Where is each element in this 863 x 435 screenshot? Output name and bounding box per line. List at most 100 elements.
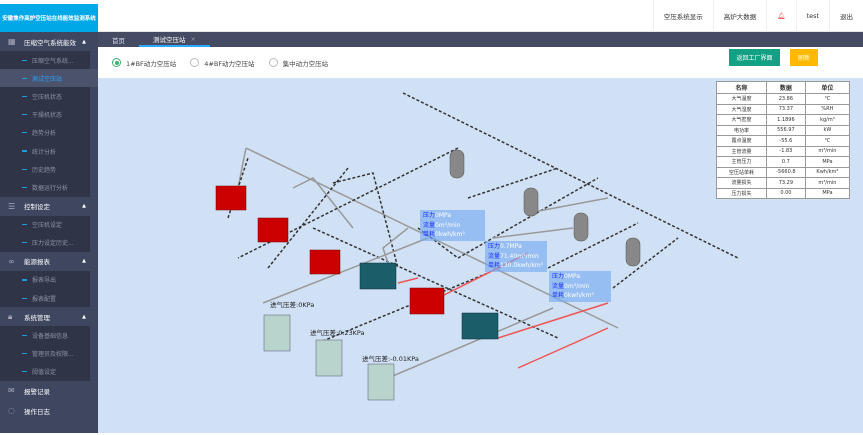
sidebar-item[interactable]: 空压机设定 [0,216,90,234]
table-cell: 556.97 [765,124,806,136]
compressor-info-3: 压力0MPa 流量0m³/min 单耗0kwh/km³ [549,271,611,302]
tab-bar: 首页 测试空压站× [98,32,863,47]
sidebar-group-efficiency[interactable]: ▦ 压缩空气系统能效 ▲ [0,32,98,51]
dryer [315,339,343,377]
dryer [263,314,291,352]
bell-icon: 🔔︎ [777,11,786,20]
logout-button[interactable]: 退出 [829,0,863,32]
close-icon[interactable]: × [190,34,196,43]
table-cell: -5660.8 [765,166,806,178]
sidebar-item-logs[interactable]: ◌操作日志 [8,406,50,416]
table-cell: 1.1896 [765,114,806,126]
table-cell: Kwh/km³ [804,166,851,178]
sidebar-item[interactable]: 设备基础信息 [0,326,90,344]
table-cell: 大气湿度 [716,103,767,115]
mail-icon: ✉ [8,386,15,396]
sidebar-group-control[interactable]: ☰控制设定▲ [0,197,98,216]
sidebar-item[interactable]: 数据运行分析 [0,178,90,196]
table-cell: 73.29 [765,177,806,189]
table-cell: 主管压力 [716,156,767,168]
compressor-red [409,287,445,315]
sidebar: ▦ 压缩空气系统能效 ▲ 压缩空气系统... 测试空压站 空压机状态 干燥机状态 趋… [0,32,98,433]
sidebar-item[interactable]: 历史趋势 [0,160,90,178]
sidebar-item[interactable]: 统计分析 [0,142,90,160]
group-label: 压缩空气系统能效 [24,38,76,47]
lock-icon: 🔒︎ [8,311,13,321]
table-cell: 0.00 [765,187,806,199]
sidebar-item[interactable]: 管理员及权限... [0,344,90,362]
radio-station-1[interactable]: 1#BF动力空压站 [112,58,176,68]
compressor-info-1: 压力0MPa 流量0m³/min 单耗0kwh/km³ [420,210,485,241]
sidebar-item[interactable]: 报表配置 [0,289,90,307]
group-label: 系统管理 [24,313,50,322]
sidebar-item-active[interactable]: 测试空压站 [0,69,98,88]
table-cell: kg/m³ [804,114,851,126]
table-cell: 大气密度 [716,114,767,126]
list-icon: ☰ [8,201,16,211]
table-cell: -1.83 [765,145,806,157]
compressor-red [215,185,247,211]
compressor-teal [461,312,499,340]
caret-up-icon: ▲ [82,313,86,320]
refresh-button[interactable]: 刷新 [790,49,818,66]
nav-system-display[interactable]: 空压系统显示 [652,0,713,32]
dryer-label-3: 进气压差:-0.01KPa [362,355,419,363]
sidebar-item[interactable]: 趋势分析 [0,124,90,142]
sidebar-item[interactable]: 压缩空气系统... [0,51,90,69]
sidebar-group-system[interactable]: 🔒︎ 系统管理 ▲ [0,307,98,326]
radio-station-central[interactable]: 集中动力空压站 [268,58,328,68]
table-cell: kW [804,124,851,136]
table-cell: %RH [804,103,851,115]
table-cell: 73.37 [765,103,806,115]
compressor-red [309,249,341,275]
table-cell: ℃ [804,135,851,147]
alarm-button[interactable]: 🔔︎ [766,0,795,32]
table-cell: 0.7 [765,156,806,168]
sidebar-item[interactable]: 压力设定历史... [0,234,90,252]
table-cell: 大气温度 [716,93,767,105]
air-tank [573,212,589,242]
sidebar-group-reports[interactable]: ∞能源报表▲ [0,252,98,271]
sidebar-item[interactable]: 空压机状态 [0,87,90,105]
air-tank [523,187,539,217]
radio-station-4[interactable]: 4#BF动力空压站 [190,58,255,68]
user-name[interactable]: test [795,0,829,32]
nav-big-data[interactable]: 高炉大数据 [712,0,767,32]
back-to-factory-button[interactable]: 返回工厂界面 [729,49,780,66]
air-tank [625,237,641,267]
air-tank [449,149,465,179]
table-row: 露点温度-55.6℃ [716,135,851,147]
sidebar-item[interactable]: 干燥机状态 [0,106,90,124]
caret-up-icon: ▲ [82,38,86,45]
tab-test-station[interactable]: 测试空压站× [139,32,210,47]
compressor-teal [359,262,397,290]
table-cell: 流量损失 [716,177,767,189]
group-label: 能源报表 [24,258,50,267]
table-cell: MPa [804,156,851,168]
table-cell: m³/min [804,145,851,157]
dryer-label-2: 进气压差:0.23KPa [310,329,365,337]
table-cell: 空压站单耗 [716,166,767,178]
sidebar-item[interactable]: 阈值设定 [0,363,90,381]
grid-icon: ▦ [8,37,16,46]
caret-up-icon: ▲ [82,203,86,209]
caret-up-icon: ▲ [82,258,86,265]
refresh-icon: ◌ [8,406,15,416]
top-bar: 空压系统显示 高炉大数据 🔔︎ test 退出 [98,0,863,32]
table-cell: 主管流量 [716,145,767,157]
table-cell: 电功率 [716,124,767,136]
column-header: 名称 [716,81,767,94]
table-cell: MPa [804,187,851,199]
tab-home[interactable]: 首页 [112,36,125,45]
table-cell: m³/min [804,177,851,189]
table-cell: -55.6 [765,135,806,147]
sidebar-item-alarms[interactable]: ✉报警记录 [8,386,50,396]
sidebar-item[interactable]: 报表导出 [0,271,90,289]
column-header: 单位 [804,81,851,94]
app-title: 安徽焦作高炉空压站在线能效监测系统 [0,4,98,32]
